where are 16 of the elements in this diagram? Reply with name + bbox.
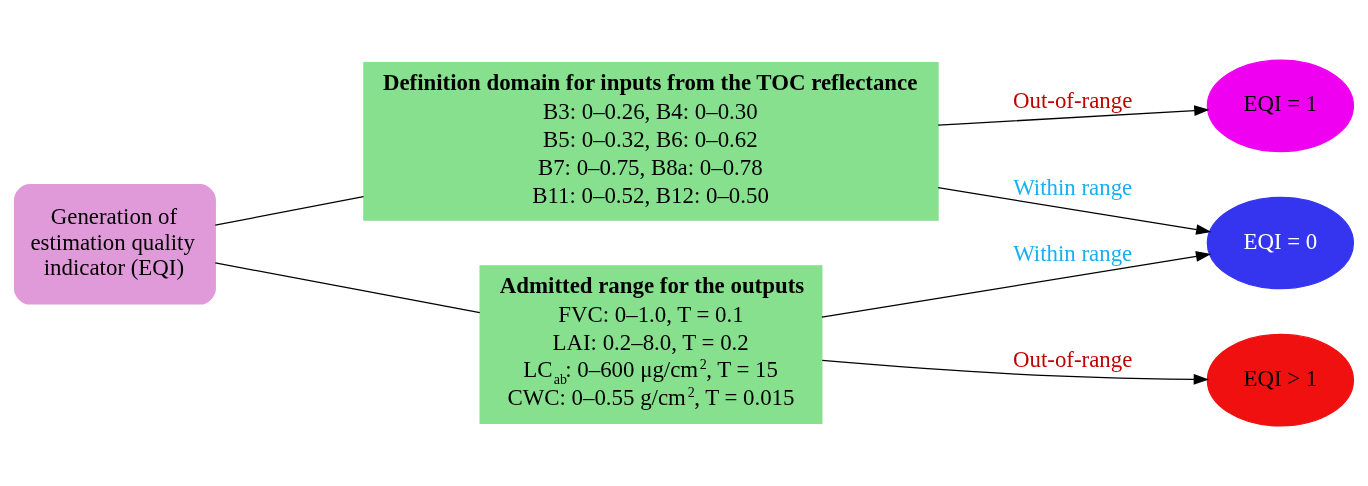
arrow	[937, 105, 1210, 126]
arrow	[937, 187, 1212, 235]
node-ellipse: EQI > 1	[1206, 333, 1355, 427]
node-ellipse: EQI = 0	[1206, 196, 1355, 290]
connector	[214, 195, 365, 226]
node-box: Definition domain for inputs from the TOC reflectance B3: 0–0.26, B4: 0–0.30 B5: 0–0.32, B6: 0–0.62 B7: 0–0.75, B8a: 0–0.78 B11: 0–0.52, B12: 0–0.50	[363, 62, 939, 221]
edge-label: Within range	[1013, 241, 1133, 267]
arrow	[821, 359, 1209, 385]
edge-label: Out-of-range	[1013, 87, 1133, 113]
node-ellipse: EQI = 1	[1206, 59, 1355, 153]
node-box: Generation of estimation quality indicator (EQI)	[13, 183, 216, 305]
edge-label: Within range	[1013, 175, 1133, 201]
edge-label: Out-of-range	[1013, 346, 1133, 372]
node-box: Admitted range for the outputs FVC: 0–1.0, T = 0.1 LAI: 0.2–8.0, T = 0.2 LC$_{ab}$: 0–600 μg/cm$^{2}$, T = 15 CWC: 0–0.55 g/cm$^{2}$, T = 0.015	[479, 265, 823, 424]
connector	[214, 262, 481, 314]
arrow	[821, 251, 1212, 318]
